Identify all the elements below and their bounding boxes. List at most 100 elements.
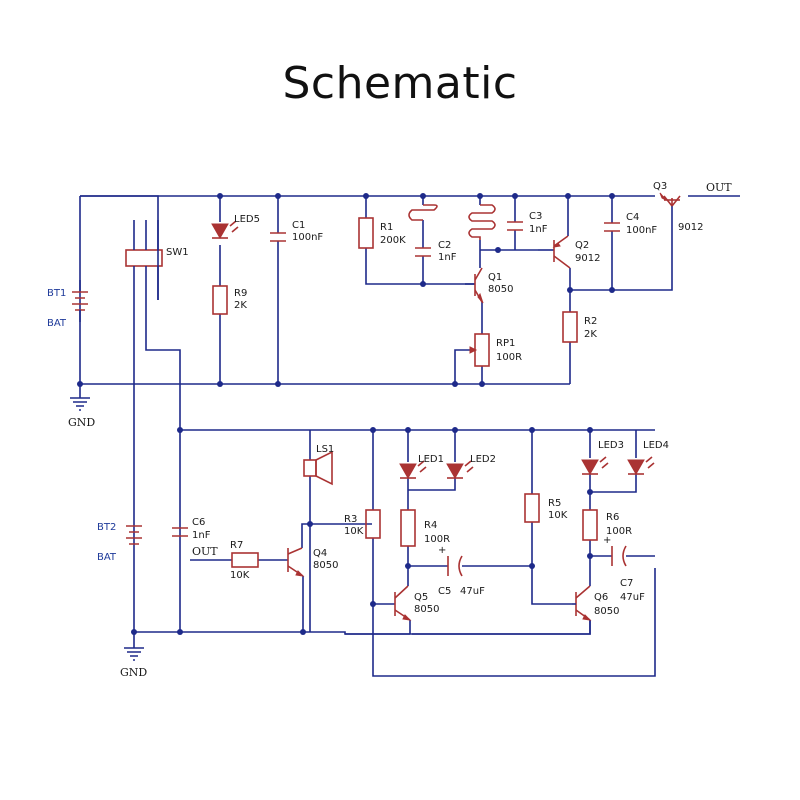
led2-label: LED2 — [470, 454, 496, 465]
bat2-label: BAT — [97, 552, 117, 563]
resistor-r2: R2 2K — [562, 311, 597, 343]
q2-label: Q2 — [575, 240, 589, 251]
r2-label: R2 — [584, 316, 597, 327]
ground-top: GND — [68, 384, 95, 429]
svg-text:+: + — [603, 535, 611, 546]
led4: LED4 — [627, 440, 669, 476]
q6-label: Q6 — [594, 592, 608, 603]
resistor-r9: R9 2K — [212, 285, 247, 315]
capacitor-c4: C4 100nF — [604, 212, 657, 236]
bat1-label: BAT — [47, 318, 67, 329]
r1-label: R1 — [380, 222, 393, 233]
r4-label: R4 — [424, 520, 437, 531]
c2-label: C2 — [438, 240, 451, 251]
r3-label: R3 — [344, 514, 357, 525]
sw1-label: SW1 — [166, 247, 189, 258]
top-circuit-junctions — [77, 193, 615, 387]
coil-2 — [468, 204, 496, 240]
q1-value: 8050 — [488, 284, 513, 295]
r6-value: 100R — [606, 526, 632, 537]
bt2-label: BT2 — [97, 522, 116, 533]
q1-label: Q1 — [488, 272, 502, 283]
c2-value: 1nF — [438, 252, 457, 263]
capacitor-c2: C2 1nF — [415, 240, 457, 263]
r2-value: 2K — [584, 329, 597, 340]
r1-value: 200K — [380, 235, 406, 246]
switch-sw1: SW1 — [80, 195, 189, 634]
led5-label: LED5 — [234, 214, 260, 225]
resistor-r6: R6 100R — [582, 509, 632, 541]
r5-label: R5 — [548, 498, 561, 509]
rp1-value: 100R — [496, 352, 522, 363]
r7-label: R7 — [230, 540, 243, 551]
led1: LED1 — [399, 454, 444, 480]
c6-label: C6 — [192, 517, 205, 528]
capacitor-c6: C6 1nF — [172, 517, 211, 541]
transistor-q3: Q3 9012 OUT — [653, 181, 732, 233]
out-input-label: OUT — [192, 545, 218, 558]
c1-label: C1 — [292, 220, 305, 231]
r4-value: 100R — [424, 534, 450, 545]
bt1-label: BT1 — [47, 288, 66, 299]
page-title: Schematic — [282, 58, 518, 109]
c4-label: C4 — [626, 212, 639, 223]
r6-label: R6 — [606, 512, 619, 523]
c5-label: C5 — [438, 586, 451, 597]
ground-bottom: GND — [120, 632, 147, 679]
r9-value: 2K — [234, 300, 247, 311]
q4-value: 8050 — [313, 560, 338, 571]
r9-label: R9 — [234, 288, 247, 299]
transistor-q6: Q6 8050 — [572, 585, 619, 621]
q3-label: Q3 — [653, 181, 667, 192]
c6-value: 1nF — [192, 530, 211, 541]
gnd-bottom-label: GND — [120, 666, 147, 679]
q4-label: Q4 — [313, 548, 327, 559]
r5-value: 10K — [548, 510, 568, 521]
coil-1 — [408, 204, 438, 221]
q2-value: 9012 — [575, 253, 600, 264]
resistor-r1: R1 200K — [358, 217, 406, 249]
r3-value: 10K — [344, 526, 364, 537]
c1-value: 100nF — [292, 232, 323, 243]
resistor-r3: R3 10K — [344, 509, 381, 539]
c3-label: C3 — [529, 211, 542, 222]
q3-value: 9012 — [678, 222, 703, 233]
speaker-ls1: LS1 — [303, 444, 334, 486]
resistor-r4: R4 100R — [400, 509, 450, 547]
rp1-label: RP1 — [496, 338, 515, 349]
led3: LED3 — [581, 440, 624, 476]
capacitor-c1: C1 100nF — [270, 220, 323, 243]
battery-bt2: BT2 BAT — [97, 522, 142, 563]
transistor-q1: Q1 8050 — [465, 267, 513, 304]
bottom-circuit-junctions — [131, 427, 593, 635]
resistor-r7: OUT R7 10K — [192, 540, 259, 581]
svg-text:+: + — [438, 545, 446, 556]
c7-value: 47uF — [620, 592, 645, 603]
q5-label: Q5 — [414, 592, 428, 603]
resistor-r5: R5 10K — [524, 493, 568, 523]
out-top-label: OUT — [706, 181, 732, 194]
capacitor-c3: C3 1nF — [507, 211, 548, 235]
led2: LED2 — [446, 454, 496, 480]
c5-value: 47uF — [460, 586, 485, 597]
top-circuit-wires — [79, 195, 740, 385]
transistor-q4: Q4 8050 — [287, 547, 338, 577]
ls1-label: LS1 — [316, 444, 334, 455]
transistor-q5: Q5 8050 — [394, 585, 439, 621]
led4-label: LED4 — [643, 440, 669, 451]
led5: LED5 — [211, 214, 260, 240]
battery-bt1: BT1 BAT — [47, 280, 88, 329]
led1-label: LED1 — [418, 454, 444, 465]
capacitor-c7: + C7 47uF — [603, 535, 645, 603]
c7-label: C7 — [620, 578, 633, 589]
c4-value: 100nF — [626, 225, 657, 236]
capacitor-c5: + C5 47uF — [438, 545, 485, 597]
q5-value: 8050 — [414, 604, 439, 615]
c3-value: 1nF — [529, 224, 548, 235]
potentiometer-rp1: RP1 100R — [469, 333, 522, 367]
led3-label: LED3 — [598, 440, 624, 451]
q6-value: 8050 — [594, 606, 619, 617]
gnd-top-label: GND — [68, 416, 95, 429]
r7-value: 10K — [230, 570, 250, 581]
